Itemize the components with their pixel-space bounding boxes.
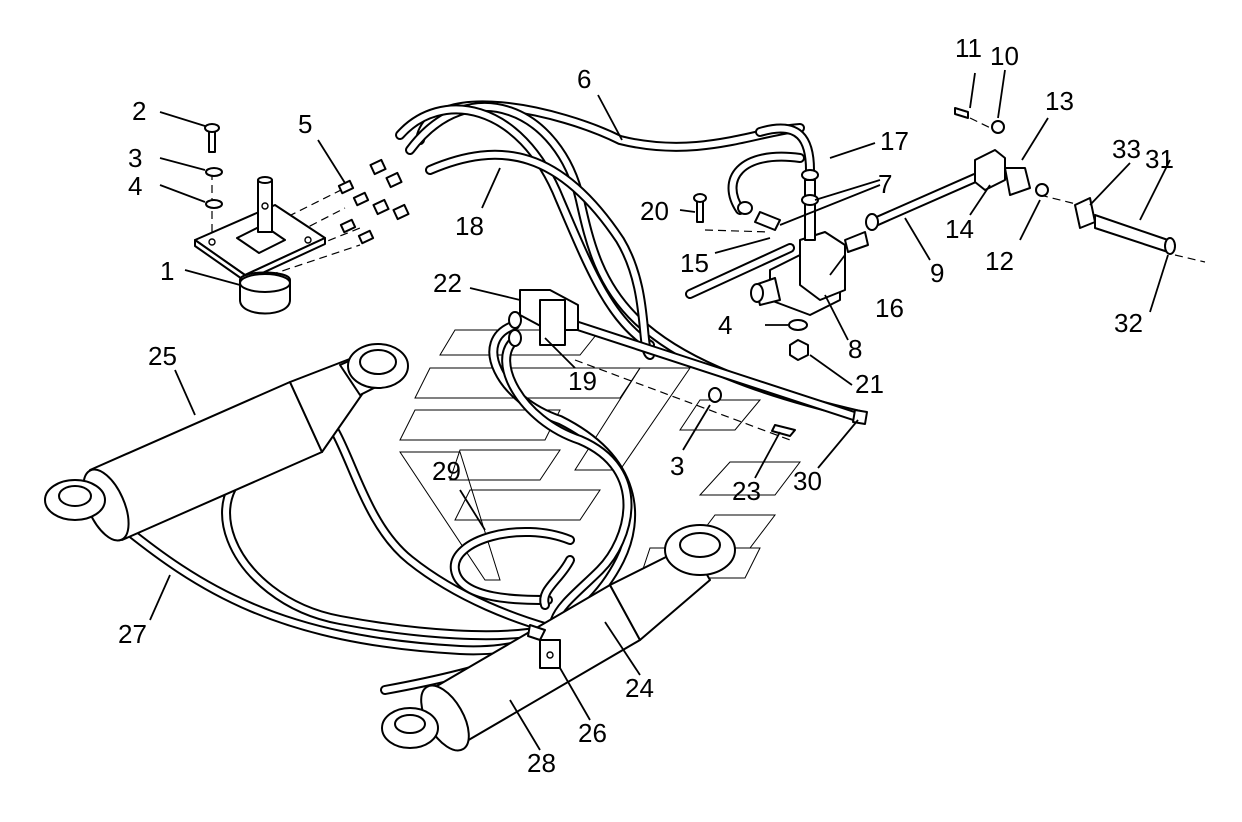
callout-1: 1 [160, 256, 174, 286]
callout-20: 20 [640, 196, 669, 226]
cylinder-25 [44, 343, 409, 542]
screw-washer-stack [204, 123, 223, 209]
callout-27: 27 [118, 619, 147, 649]
callout-11: 11 [955, 33, 982, 63]
callout-24: 24 [625, 673, 654, 703]
callout-28: 28 [527, 748, 556, 778]
callout-19: 19 [568, 366, 597, 396]
valve-assembly [737, 169, 879, 316]
callout-5: 5 [298, 109, 312, 139]
callout-12: 12 [985, 246, 1014, 276]
manifold-block-22 [508, 289, 579, 347]
callout-17: 17 [880, 126, 909, 156]
callout-29: 29 [432, 456, 461, 486]
callout-4b: 4 [718, 310, 732, 340]
callout-18: 18 [455, 211, 484, 241]
callout-6: 6 [577, 64, 591, 94]
leader-lines [149, 69, 1171, 751]
callout-33: 33 [1112, 134, 1141, 164]
cylinder-28 [381, 524, 736, 752]
callout-25: 25 [148, 341, 177, 371]
bracket-assembly [954, 107, 1049, 197]
callout-22: 22 [433, 268, 462, 298]
callout-15: 15 [680, 248, 709, 278]
steering-unit [194, 176, 326, 315]
callout-4: 4 [128, 171, 142, 201]
callouts: 1 2 3 4 5 6 7 8 9 10 11 12 13 14 15 16 1… [118, 33, 1174, 778]
fittings-5 [337, 158, 410, 245]
callout-16: 16 [875, 293, 904, 323]
callout-7: 7 [878, 169, 892, 199]
callout-8: 8 [848, 334, 862, 364]
callout-31: 31 [1145, 144, 1174, 174]
rod-assembly [1074, 197, 1176, 255]
callout-32: 32 [1114, 308, 1143, 338]
callout-14: 14 [945, 214, 974, 244]
callout-3b: 3 [670, 451, 684, 481]
callout-21: 21 [855, 369, 884, 399]
callout-2: 2 [132, 96, 146, 126]
callout-3: 3 [128, 143, 142, 173]
callout-9: 9 [930, 258, 944, 288]
callout-23: 23 [732, 476, 761, 506]
callout-13: 13 [1045, 86, 1074, 116]
callout-26: 26 [578, 718, 607, 748]
callout-10: 10 [990, 41, 1019, 71]
callout-30: 30 [793, 466, 822, 496]
